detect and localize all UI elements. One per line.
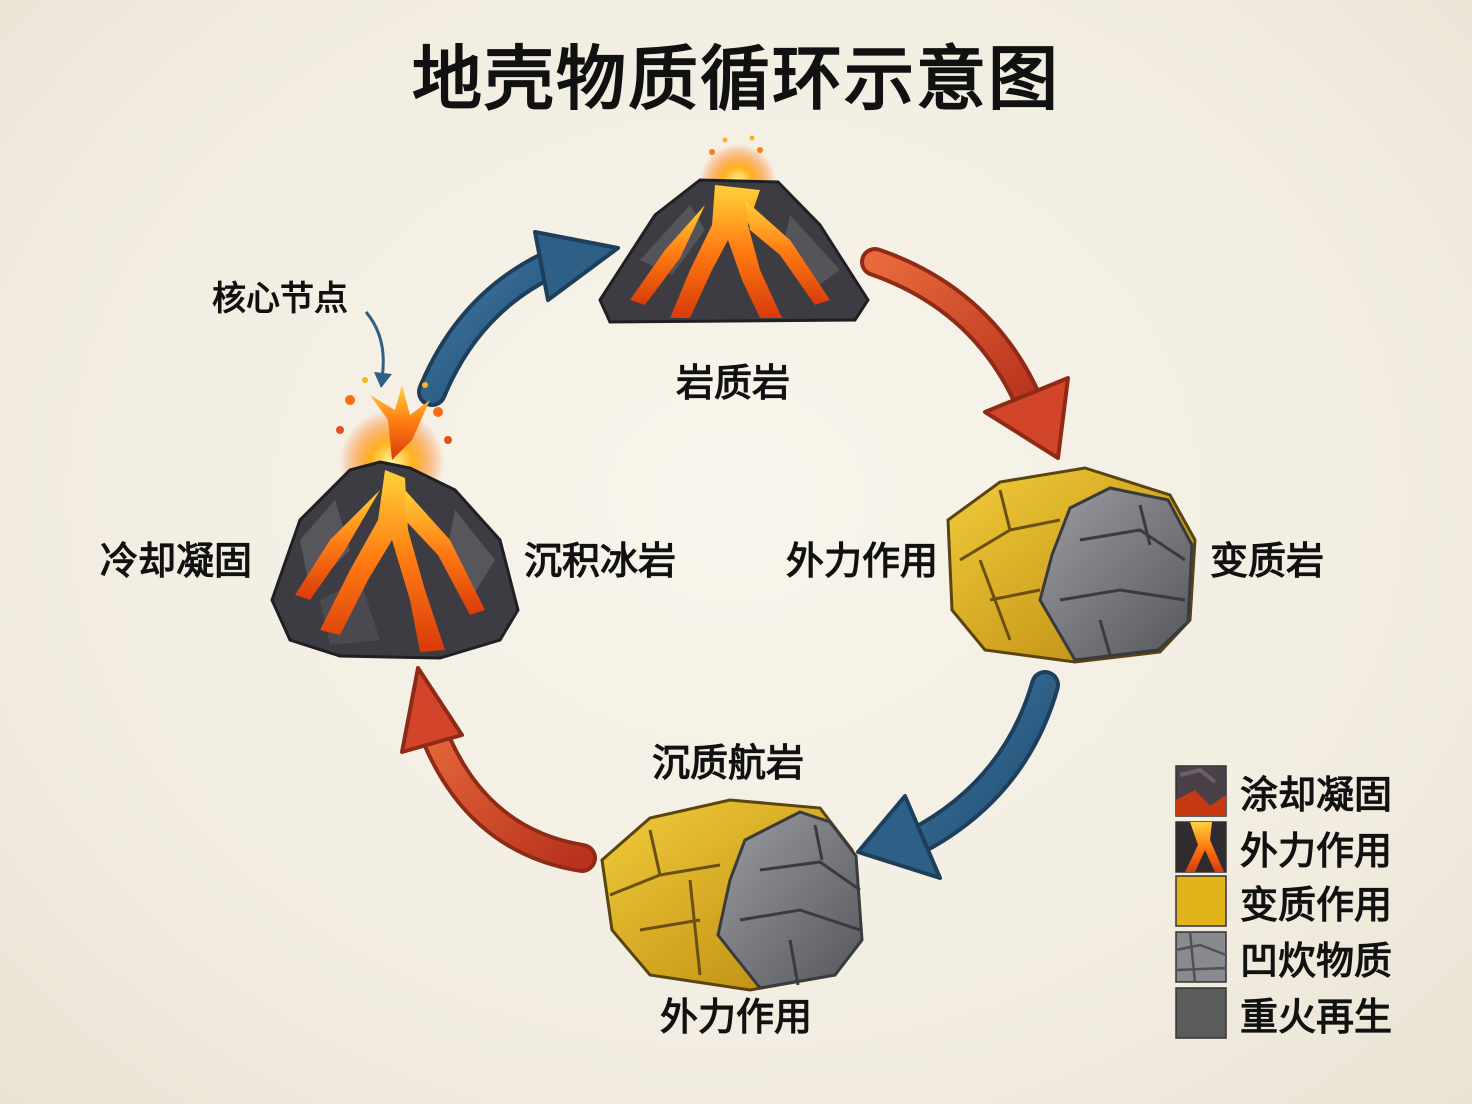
legend-item: 涂却凝固 bbox=[1176, 766, 1393, 817]
legend-item: 重火再生 bbox=[1176, 988, 1393, 1039]
lava-rock-swatch bbox=[1175, 765, 1227, 817]
legend-label: 重火再生 bbox=[1240, 994, 1393, 1039]
legend-item: 凹炊物质 bbox=[1176, 932, 1393, 983]
legend-label: 外力作用 bbox=[1240, 828, 1393, 873]
arrow-top-to-right bbox=[860, 247, 1070, 460]
volcano-top-icon bbox=[598, 135, 870, 324]
volcano-left-icon bbox=[270, 377, 520, 660]
node-left-label-right: 沉积冰岩 bbox=[524, 539, 677, 583]
rock-block-right-icon bbox=[946, 466, 1197, 664]
legend-item: 外力作用 bbox=[1176, 822, 1393, 873]
legend-swatches bbox=[1175, 765, 1227, 1039]
arrow-left-to-top bbox=[417, 230, 620, 407]
node-bottom-label-top: 沉质航岩 bbox=[652, 741, 805, 785]
legend-label: 涂却凝固 bbox=[1240, 772, 1393, 817]
legend-label: 凹炊物质 bbox=[1240, 938, 1393, 983]
lava-flow-swatch bbox=[1175, 821, 1227, 873]
gray-stone-swatch bbox=[1175, 931, 1227, 983]
arrow-bottom-to-left bbox=[400, 666, 597, 873]
node-right-label-left: 外力作用 bbox=[786, 539, 939, 583]
rock-block-bottom-icon bbox=[600, 798, 864, 992]
node-left-label-left: 冷却凝固 bbox=[100, 539, 253, 583]
page-title: 地壳物质循环示意图 bbox=[412, 38, 1060, 120]
legend-item: 变质作用 bbox=[1176, 876, 1393, 927]
dark-gray-swatch bbox=[1175, 987, 1227, 1039]
node-right-label-right: 变质岩 bbox=[1210, 539, 1325, 583]
node-top-label: 岩质岩 bbox=[676, 361, 791, 405]
arrow-right-to-bottom bbox=[856, 670, 1060, 880]
callout-pointer bbox=[364, 311, 392, 388]
callout-label: 核心节点 bbox=[212, 279, 348, 319]
node-bottom-label-bottom: 外力作用 bbox=[660, 995, 813, 1039]
legend-label: 变质作用 bbox=[1240, 882, 1393, 927]
yellow-swatch bbox=[1175, 875, 1227, 927]
